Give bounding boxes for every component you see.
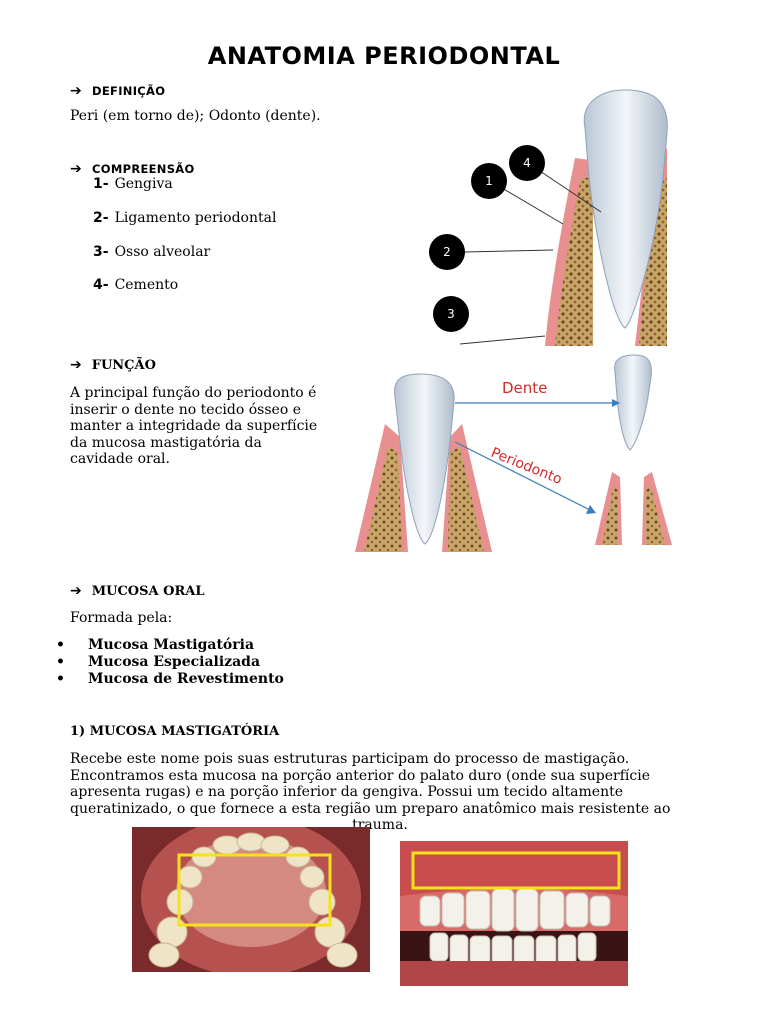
section-mucosa-oral: ➔ MUCOSA ORAL <box>70 583 205 599</box>
palate-photo <box>132 827 370 972</box>
marker-2: 2 <box>429 234 465 270</box>
section-heading: 1) MUCOSA MASTIGATÓRIA <box>70 724 280 739</box>
leader-line <box>464 249 554 253</box>
list-item: 2-Ligamento periodontal <box>93 210 277 226</box>
mucosa-intro: Formada pela: <box>70 610 173 626</box>
marker-1: 1 <box>471 163 507 199</box>
periodontium-icon <box>595 472 672 545</box>
definicao-text: Peri (em torno de); Odonto (dente). <box>70 108 321 124</box>
section-definicao: ➔ DEFINIÇÃO <box>70 83 165 99</box>
highlight-box <box>177 853 332 927</box>
svg-text:4: 4 <box>523 156 531 170</box>
svg-text:1: 1 <box>485 174 493 188</box>
marker-4: 4 <box>509 145 545 181</box>
section-heading: DEFINIÇÃO <box>92 84 166 98</box>
list-item: Mucosa Especializada <box>56 654 284 671</box>
periodontium-diagram: 1 4 2 3 <box>429 89 668 346</box>
svg-text:3: 3 <box>447 307 455 321</box>
list-item: 3-Osso alveolar <box>93 244 211 260</box>
leader-line <box>459 335 546 345</box>
marker-3: 3 <box>433 296 469 332</box>
section-heading: COMPREENSÃO <box>92 162 195 176</box>
label-periodonto: Periodonto <box>489 445 565 488</box>
mastigatoria-text: Recebe este nome pois suas estruturas pa… <box>70 751 671 834</box>
gingiva-photo <box>400 841 628 986</box>
highlight-box <box>411 851 621 890</box>
arrow-line <box>454 441 591 511</box>
svg-text:2: 2 <box>443 245 451 259</box>
list-item: Mucosa Mastigatória <box>56 637 284 654</box>
section-funcao: ➔ FUNÇÃO <box>70 357 156 373</box>
arrow-right-icon: ➔ <box>70 83 83 99</box>
section-heading: MUCOSA ORAL <box>91 583 205 599</box>
list-item: Mucosa de Revestimento <box>56 671 284 688</box>
label-dente: Dente <box>502 379 547 397</box>
arrow-right-icon: ➔ <box>70 357 82 373</box>
list-item: 1-Gengiva <box>93 176 173 192</box>
page-title: ANATOMIA PERIODONTAL <box>207 42 561 70</box>
section-compreensao: ➔ COMPREENSÃO <box>70 161 195 177</box>
arrow-right-icon: ➔ <box>70 161 83 177</box>
tooth-periodontium-diagram: Dente Periodonto <box>355 354 672 552</box>
tooth-icon <box>614 354 652 451</box>
arrow-right-icon: ➔ <box>70 583 82 599</box>
section-heading: FUNÇÃO <box>91 357 156 373</box>
section-mucosa-mastigatoria: 1) MUCOSA MASTIGATÓRIA <box>70 724 279 739</box>
list-item: 4-Cemento <box>93 277 179 293</box>
funcao-text: A principal função do periodonto é inser… <box>70 385 318 467</box>
mucosa-list: Mucosa Mastigatória Mucosa Especializada… <box>56 637 284 688</box>
